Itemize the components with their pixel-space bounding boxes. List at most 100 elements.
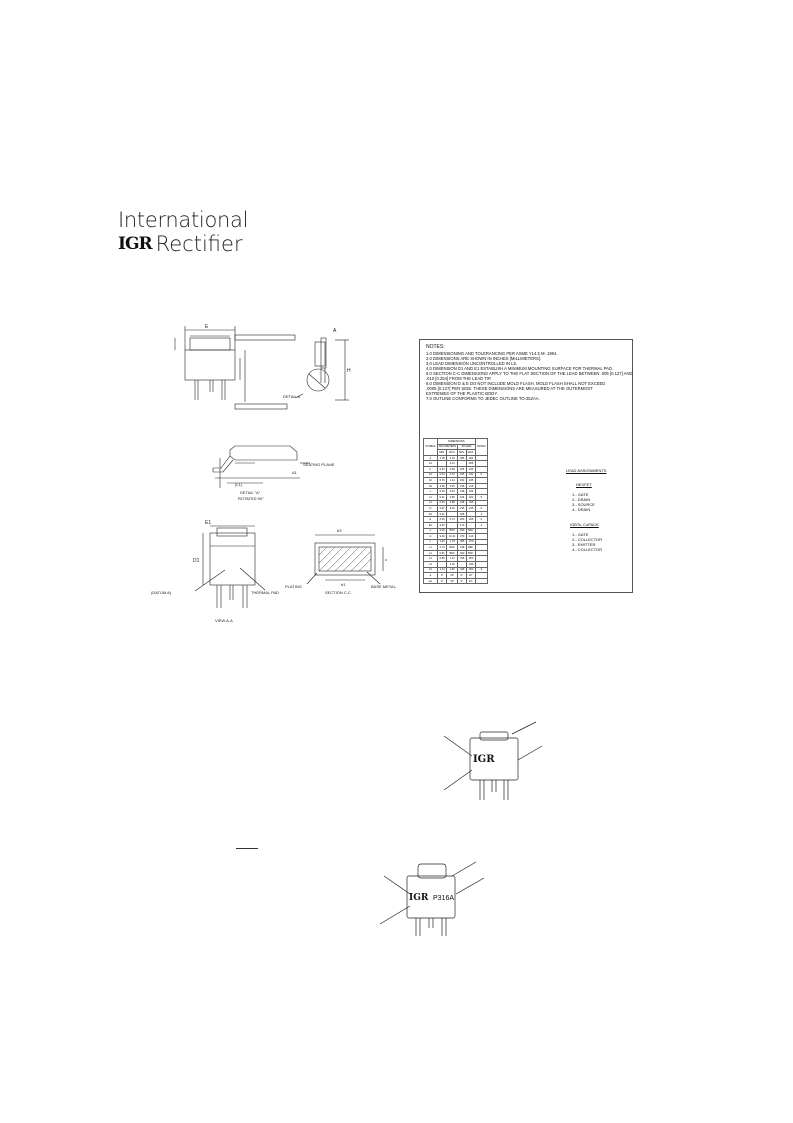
- lead-item: 3.- EMITTER: [572, 542, 596, 547]
- igr-logo-icon: IGR: [118, 234, 153, 254]
- seating-plane-label: SEATING PLANE: [303, 462, 335, 467]
- table-cell: .086: [457, 454, 467, 462]
- table-cell: .005: [465, 460, 476, 467]
- table-cell: .045: [465, 477, 476, 484]
- note-item: 1.0 DIMENSIONING AND TOLERANCING PER ASM…: [426, 351, 558, 356]
- detail-a-callout: DETAIL A: [283, 394, 300, 399]
- table-cell: b3: [423, 482, 438, 490]
- table-cell: .031: [465, 471, 476, 479]
- col-symbol: SYMBOL: [423, 438, 438, 456]
- dim-a-label: A: [333, 328, 337, 334]
- dim-l1-label: (L1): [235, 482, 243, 487]
- table-cell: D: [423, 505, 438, 512]
- table-cell: A1: [423, 460, 438, 467]
- note-item: 7.0 OUTLINE CONFORMS TO JEDEC OUTLINE TO…: [426, 396, 540, 401]
- dim-b1-label: b1: [341, 582, 346, 587]
- dim-c-label: c: [385, 557, 387, 562]
- table-cell: b1: [423, 471, 438, 479]
- table-cell: 5: [474, 471, 488, 479]
- notes-panel: NOTES: 1.0 DIMENSIONING AND TOLERANCING …: [419, 339, 633, 593]
- detail-a-title: DETAIL "A": [240, 490, 261, 495]
- datum-a-label: (DATUM A): [151, 590, 172, 595]
- dimensions-title: DIMENSIONS: [436, 438, 476, 445]
- igbt-title: IGBTs, CoPACK: [570, 522, 599, 527]
- table-cell: [474, 466, 488, 473]
- package-body: [469, 737, 519, 781]
- table-cell: .235: [457, 505, 467, 512]
- dimensions-table: SYMBOL DIMENSIONS NOTES MILLIMETERS INCH…: [423, 438, 488, 585]
- base-metal-label: BASE METAL: [371, 584, 397, 589]
- note-item: 6.0 DIMENSION D & E DO NOT INCLUDE MOLD …: [426, 381, 606, 386]
- igr-logo-icon: IGR: [409, 893, 429, 903]
- lead-item: 1.- GATE: [572, 492, 589, 497]
- part-number: P316A: [433, 895, 454, 902]
- dim-e-label: E: [205, 324, 209, 330]
- brand-rectifier: Rectifier: [155, 232, 243, 256]
- table-cell: [474, 577, 488, 585]
- table-cell: c1: [423, 493, 438, 501]
- table-cell: .094: [465, 454, 476, 462]
- table-cell: 6: [474, 505, 488, 512]
- table-cell: -: [457, 460, 467, 467]
- section-cc-outline: [314, 542, 376, 576]
- dim-d1-label: D1: [193, 558, 200, 564]
- table-cell: .018: [457, 488, 467, 495]
- view-aa-label: VIEW A-A: [215, 618, 233, 623]
- table-cell: 0°: [436, 577, 448, 585]
- table-cell: 0°: [457, 577, 467, 585]
- table-cell: 15°: [465, 577, 476, 585]
- note-item: .0005 [0.127] PER SIDE. THESE DIMENSIONS…: [426, 386, 593, 391]
- section-cc-label: SECTION C-C: [325, 590, 351, 595]
- table-cell: .195: [457, 482, 467, 490]
- table-cell: 5: [474, 493, 488, 501]
- table-cell: [474, 460, 488, 467]
- col-notes: NOTES: [474, 438, 488, 456]
- brand-logo: IGR Rectifier: [118, 232, 243, 256]
- lead-item: 2.- COLLECTOR: [572, 537, 603, 542]
- igr-logo-icon: IGR: [473, 754, 495, 765]
- sub-max: MAX.: [465, 449, 476, 456]
- lead-item: 4.- COLLECTOR: [572, 547, 603, 552]
- table-cell: .022: [465, 493, 476, 501]
- table-cell: .025: [457, 471, 467, 479]
- hexfet-title: HEXFET: [576, 482, 592, 487]
- table-cell: 15°: [446, 577, 459, 585]
- table-cell: .215: [465, 482, 476, 490]
- table-cell: [474, 482, 488, 490]
- table-cell: [474, 477, 488, 484]
- package-tab: [189, 337, 231, 351]
- table-row: L4-1.02-.040: [423, 561, 488, 568]
- package-body: [184, 349, 236, 381]
- lead-item: 2.- DRAIN: [572, 497, 591, 502]
- thermal-pad-label: THERMAL PAD: [251, 590, 279, 595]
- col-in: INCHES: [457, 443, 476, 451]
- table-cell: [474, 488, 488, 495]
- sub-min: MIN.: [457, 449, 467, 456]
- notes-title: NOTES:: [426, 344, 445, 350]
- note-item: 3.0 LEAD DIMENSION UNCONTROLLED IN L5.: [426, 361, 517, 366]
- dim-h-label: H: [347, 368, 351, 374]
- col-mm: MILLIMETERS: [436, 443, 459, 451]
- table-cell: b2: [423, 477, 438, 484]
- dim-a1-label: A1: [292, 470, 298, 475]
- table-cell: c2: [423, 499, 438, 507]
- table-cell: .025: [457, 466, 467, 473]
- table-cell: .035: [465, 466, 476, 473]
- package-outline-drawing: E A H DETAIL A SEATING PLANE DETAIL "A" …: [151, 324, 397, 623]
- table-cell: .035: [465, 499, 476, 507]
- plating-label: PLATING: [285, 584, 302, 589]
- table-row: A1-0.13-.005: [423, 460, 488, 467]
- marking-example-2: IGR P316A: [380, 861, 485, 936]
- marking-example-1: IGR: [443, 721, 543, 800]
- lead-item: 4.- DRAIN: [572, 507, 591, 512]
